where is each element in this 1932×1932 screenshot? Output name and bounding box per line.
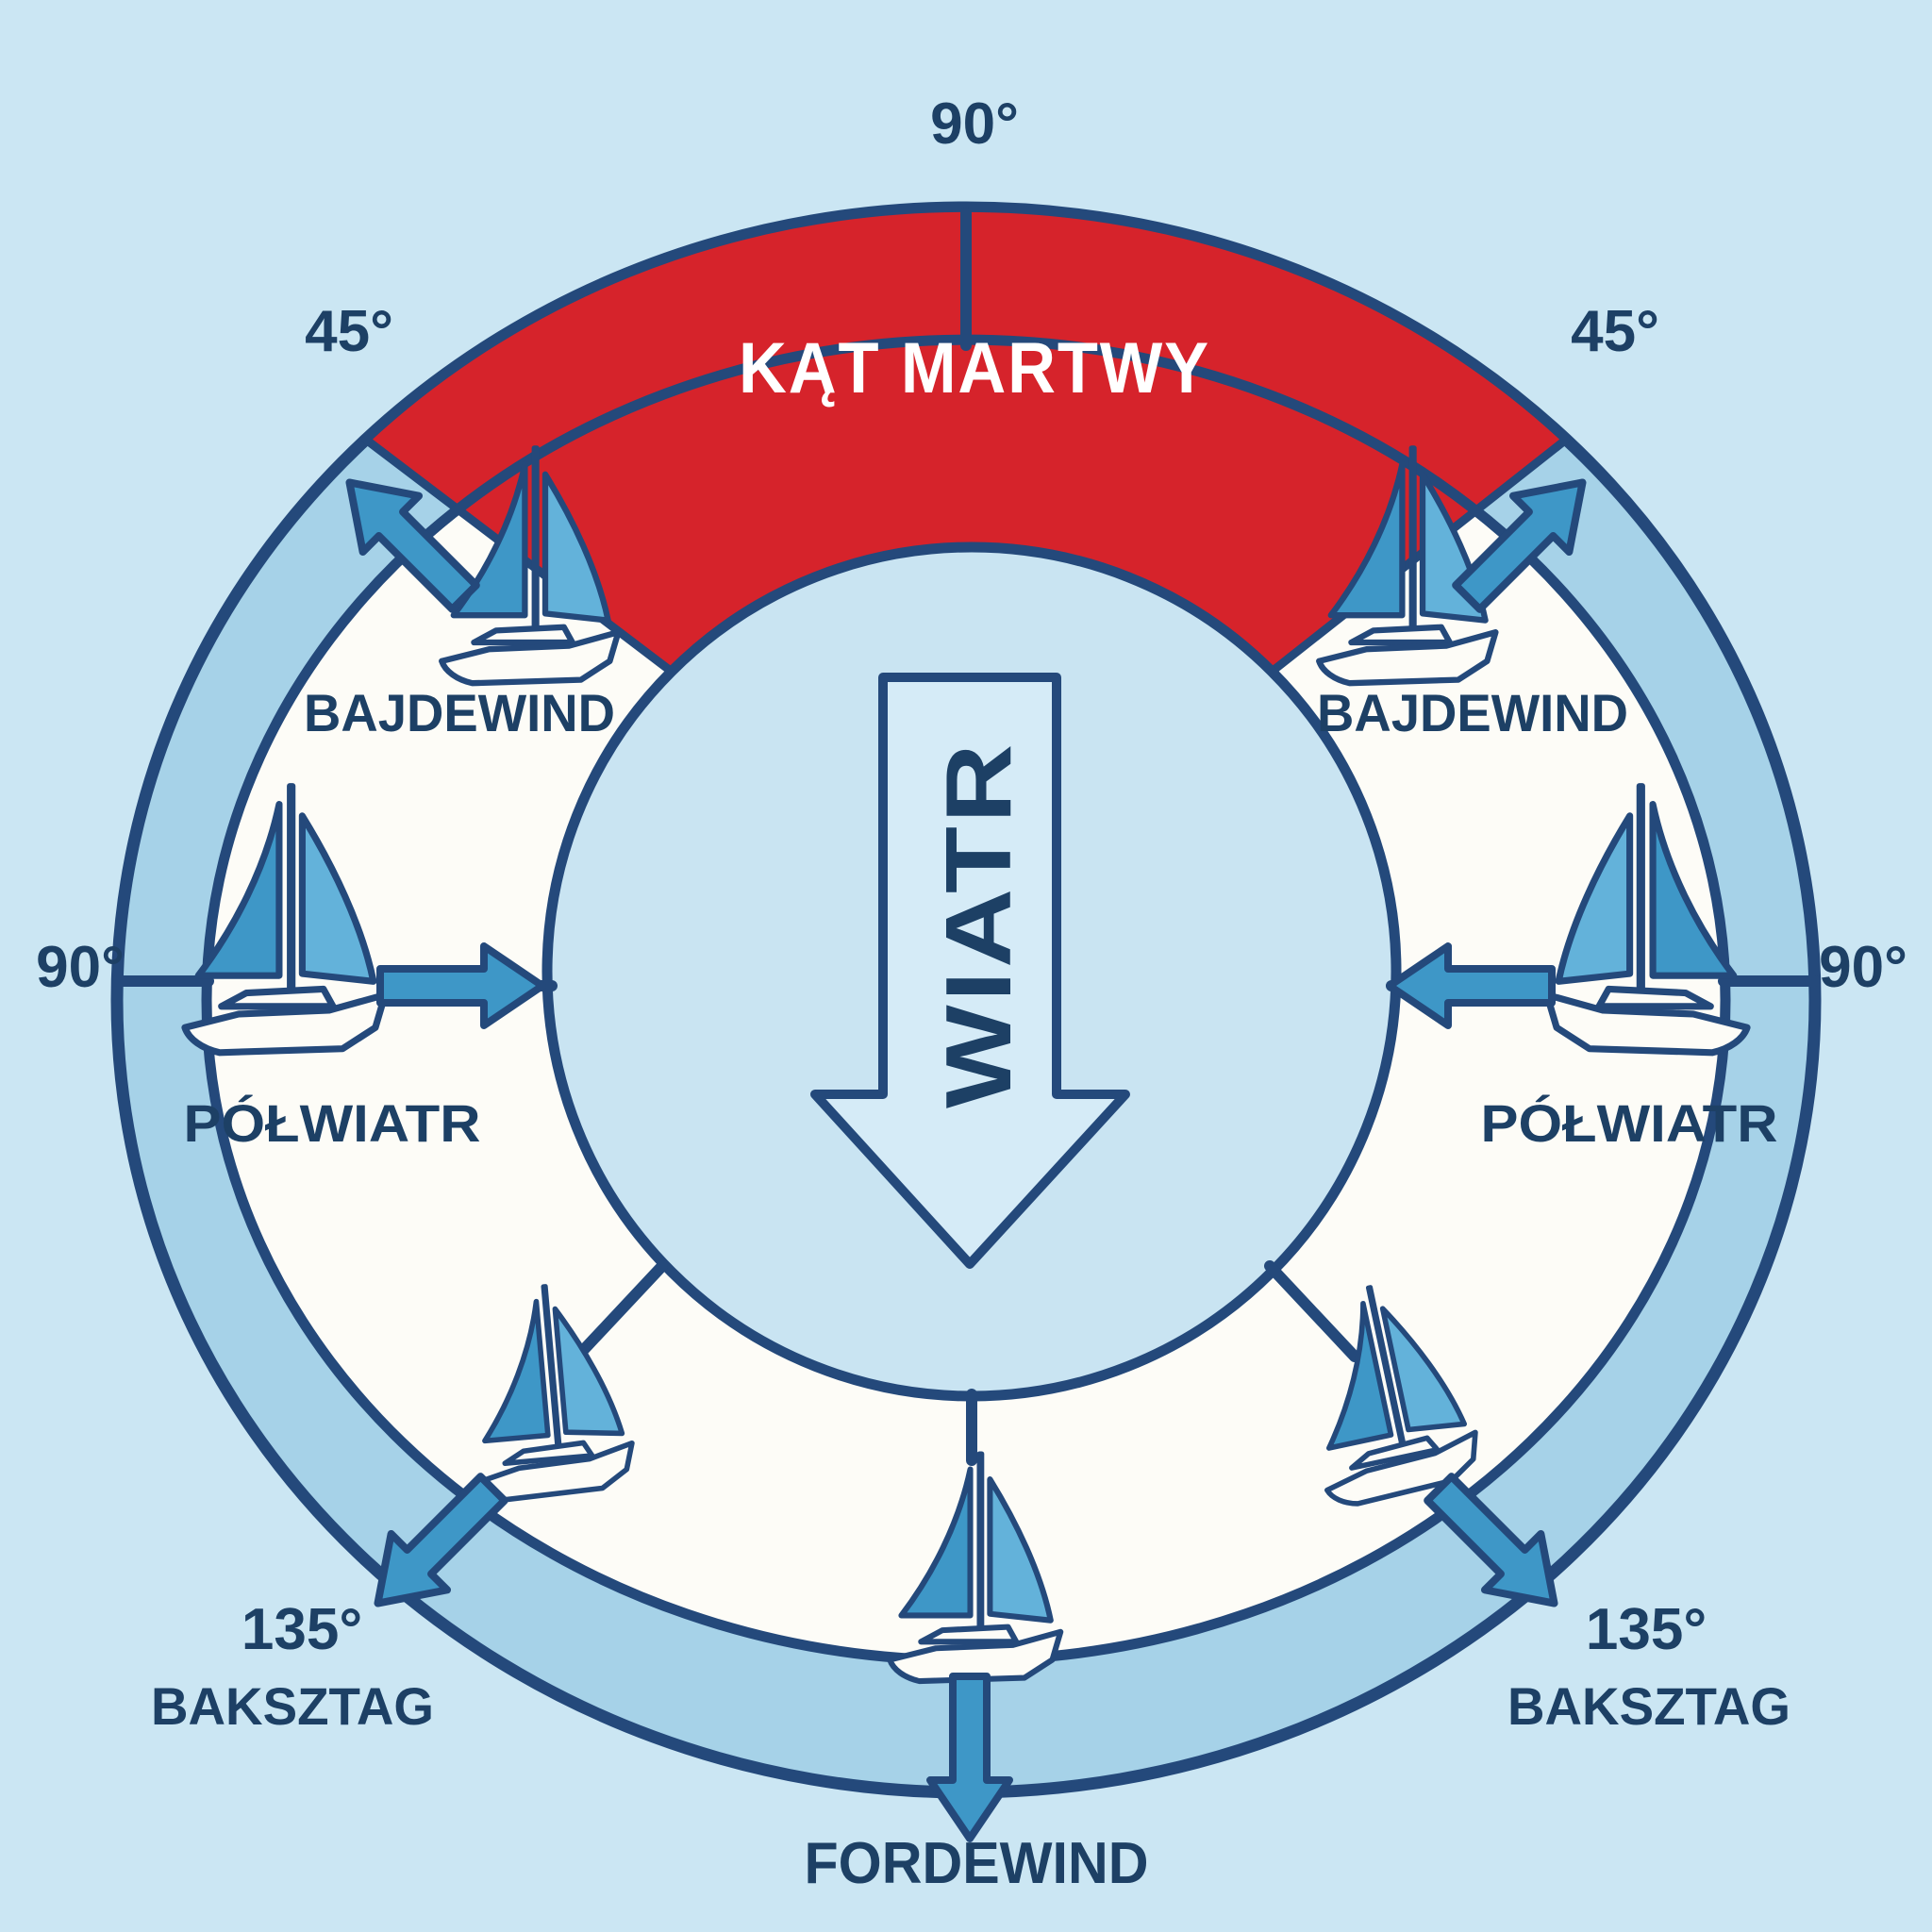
angle-label-45-left: 45° [305, 299, 393, 364]
dead-zone-label: KĄT MARTWY [739, 328, 1210, 408]
label-polwiatr-right: PÓŁWIATR [1481, 1093, 1778, 1153]
label-bajdewind-right: BAJDEWIND [1317, 683, 1628, 742]
wind-label: WIATR [926, 741, 1030, 1108]
wind-label-group: WIATR [926, 741, 1030, 1108]
connector-135-left [572, 1260, 668, 1362]
angle-label-top: 90° [930, 92, 1019, 157]
angle-label-135-left: 135° [242, 1597, 362, 1662]
label-bajdewind-left: BAJDEWIND [304, 683, 615, 742]
wind-arrow-icon [810, 673, 1130, 1269]
angle-label-90-right: 90° [1819, 935, 1907, 1000]
label-baksztag-right: BAKSZTAG [1507, 1676, 1790, 1736]
label-baksztag-left: BAKSZTAG [151, 1676, 434, 1736]
label-fordewind: FORDEWIND [805, 1831, 1149, 1896]
connector-135-right [1264, 1260, 1360, 1362]
angle-label-135-right: 135° [1586, 1597, 1707, 1662]
tick-marks [111, 208, 1821, 1466]
label-polwiatr-left: PÓŁWIATR [184, 1093, 481, 1153]
angle-label-45-right: 45° [1571, 299, 1659, 364]
angle-label-90-left: 90° [36, 935, 125, 1000]
